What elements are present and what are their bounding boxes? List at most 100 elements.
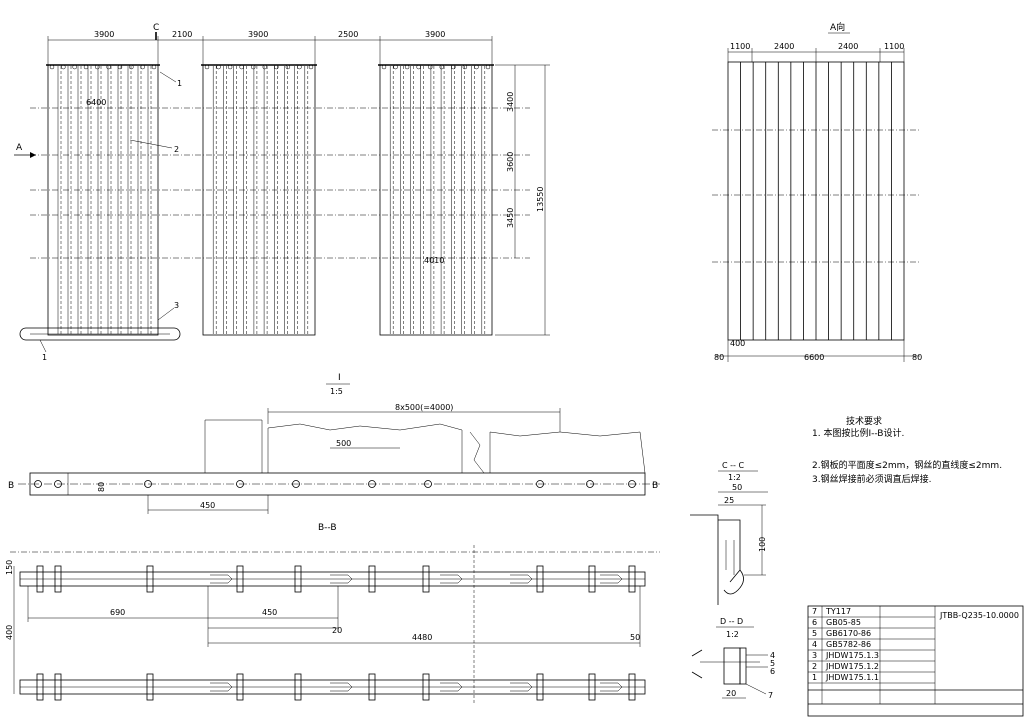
view-a-bottom-dim-2: 6600: [804, 353, 824, 362]
bolt-icon: [422, 673, 430, 701]
bb-dim-50: 50: [630, 633, 640, 642]
bolt-icon: [422, 565, 430, 593]
view-a-dim-3: 2400: [838, 42, 858, 51]
dd-callout-4: 4: [770, 651, 775, 660]
bolt-hole-icon: [536, 480, 544, 488]
hanger-hook-icon: [83, 64, 89, 70]
bolt-icon: [368, 565, 376, 593]
electrode-panel-2: [201, 64, 317, 336]
hanger-hook-icon: [106, 64, 111, 70]
wire-clamp-icon: [510, 682, 533, 692]
hanger-hook-icon: [262, 64, 268, 70]
bolt-icon: [294, 673, 302, 701]
section-b-right: B: [652, 481, 658, 491]
section-c-c: C -- C 1:2 50 25 100: [690, 461, 768, 605]
wire-clamp-icon: [600, 574, 623, 584]
section-b-left: B: [8, 481, 14, 491]
bb-dim-150: 150: [5, 560, 14, 575]
height-dim-2: 3600: [506, 152, 515, 172]
callout-2: 2: [174, 145, 179, 154]
parts-row-number: 1: [812, 673, 817, 682]
view-a-dim-1: 1100: [730, 42, 750, 51]
dim-4010: 4010: [424, 256, 444, 265]
parts-row-code: JHDW175.1.2: [825, 662, 879, 671]
parts-row-code: JHDW175.1.3: [825, 651, 879, 660]
hanger-hook-icon: [274, 64, 279, 70]
parts-row-code: TY117: [825, 607, 851, 616]
bolt-icon: [294, 565, 302, 593]
wire-clamp-icon: [330, 682, 353, 692]
wire-clamp-icon: [210, 574, 233, 584]
hanger-hook-icon: [140, 64, 145, 70]
parts-row-code: GB05-85: [826, 618, 861, 627]
bolt-hole-icon: [628, 480, 636, 488]
dim-span: 8x500(=4000): [395, 403, 453, 412]
dd-callout-6: 6: [770, 667, 775, 676]
notes-line-2: 2.钢板的平面度≤2mm，钢丝的直线度≤2mm.: [812, 459, 1002, 471]
cc-scale: 1:2: [728, 473, 741, 482]
hanger-hook-icon: [61, 64, 66, 70]
bb-dim-20: 20: [332, 626, 342, 635]
view-a-dim-4: 1100: [884, 42, 904, 51]
hanger-hook-icon: [216, 64, 221, 70]
hanger-hook-icon: [151, 64, 157, 70]
hanger-hook-icon: [439, 64, 445, 70]
technical-notes: 技术要求 1. 本图按比例I--B设计. 2.钢板的平面度≤2mm，钢丝的直线度…: [812, 415, 1002, 485]
bolt-hole-icon: [236, 480, 244, 488]
hanger-hook-icon: [393, 64, 398, 70]
bolt-icon: [146, 673, 154, 701]
dd-title: D -- D: [720, 617, 743, 626]
hanger-hook-icon: [308, 64, 314, 70]
title-block-code: JTBB-Q235-10.0000: [939, 611, 1019, 620]
height-dim-3: 3450: [506, 208, 515, 228]
hanger-hook-icon: [297, 64, 302, 70]
section-mark-c: C: [153, 23, 159, 33]
bolt-icon: [588, 673, 596, 701]
parts-row-code: GB5782-86: [826, 640, 871, 649]
bolt-hole-icon: [144, 480, 152, 488]
bolt-icon: [236, 565, 244, 593]
hanger-hook-icon: [72, 64, 77, 70]
dim-6400: 6400: [86, 98, 106, 107]
dim-top-1: 3900: [94, 30, 114, 39]
notes-line-3: 3.钢丝焊接前必须调直后焊接.: [812, 473, 931, 485]
callout-3: 3: [174, 301, 179, 310]
parts-row-number: 4: [812, 640, 817, 649]
bb-dim-450: 450: [262, 608, 277, 617]
hanger-hook-icon: [204, 64, 210, 70]
bolt-icon: [54, 673, 62, 701]
parts-row-number: 6: [812, 618, 817, 627]
parts-row-number: 5: [812, 629, 817, 638]
wire-clamp-icon: [440, 682, 463, 692]
hanger-hook-icon: [250, 64, 256, 70]
callout-1b: 1: [42, 353, 47, 362]
parts-row-code: GB6170-86: [826, 629, 871, 638]
dim-top-5: 3900: [425, 30, 445, 39]
hanger-hook-icon: [227, 64, 233, 70]
view-a: A向 1100 2400 2400 1100 400 6600 80 80: [712, 21, 922, 362]
height-dim-1: 3400: [506, 92, 515, 112]
hanger-hook-icon: [404, 64, 410, 70]
hanger-hook-icon: [117, 64, 123, 70]
bb-dim-400: 400: [5, 625, 14, 640]
bolt-icon: [236, 673, 244, 701]
bolt-icon: [54, 565, 62, 593]
hanger-hook-icon: [95, 64, 100, 70]
bolt-hole-icon: [368, 480, 376, 488]
view-a-dim-2: 2400: [774, 42, 794, 51]
wire-clamp-icon: [330, 574, 353, 584]
bolt-hole-icon: [586, 480, 594, 488]
hanger-hook-icon: [427, 64, 433, 70]
bb-dim-690: 690: [110, 608, 125, 617]
electrode-front-views: 3900 2100 3900 2500 3900 C 6400 4010 340…: [14, 23, 550, 362]
bolt-icon: [536, 565, 544, 593]
hanger-hook-icon: [49, 64, 55, 70]
view-a-bottom-dim-3: 80: [912, 353, 922, 362]
electrode-panel-3: [378, 64, 494, 336]
hanger-hook-icon: [285, 64, 291, 70]
bolt-hole-icon: [292, 480, 300, 488]
bolt-hole-icon: [54, 480, 62, 488]
bolt-icon: [628, 673, 636, 701]
view-a-title: A向: [830, 21, 845, 33]
